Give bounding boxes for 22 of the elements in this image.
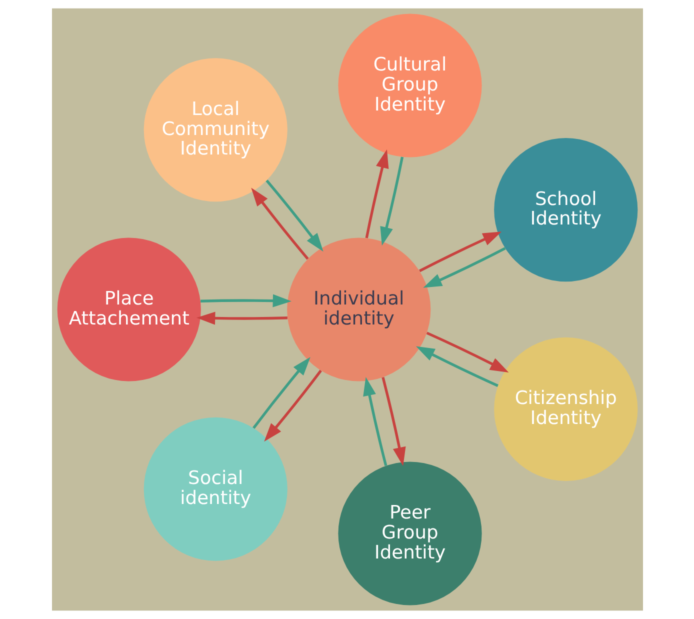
arrow: [252, 357, 310, 429]
node-circle: Cultural Group Identity: [338, 14, 482, 158]
node-circle: School Identity: [494, 138, 638, 282]
arrow: [264, 370, 322, 442]
node-circle: Place Attachement: [56, 238, 200, 382]
node-circle: Social identity: [143, 417, 287, 561]
node-circle: Peer Group Identity: [338, 462, 482, 606]
arrow: [200, 294, 292, 308]
node-circle: Citizenship Identity: [494, 337, 638, 481]
arrow: [418, 232, 502, 272]
arrow: [196, 312, 287, 325]
arrow: [415, 346, 498, 387]
arrow: [364, 149, 388, 238]
arrow: [422, 247, 506, 288]
arrow: [250, 188, 308, 260]
arrow: [362, 377, 387, 466]
arrow: [380, 156, 404, 246]
arrow: [381, 376, 406, 466]
arrow: [265, 180, 323, 252]
arrow: [426, 332, 508, 372]
node-circle: Individual identity: [286, 238, 430, 382]
node-circle: Local Community Identity: [143, 58, 287, 202]
